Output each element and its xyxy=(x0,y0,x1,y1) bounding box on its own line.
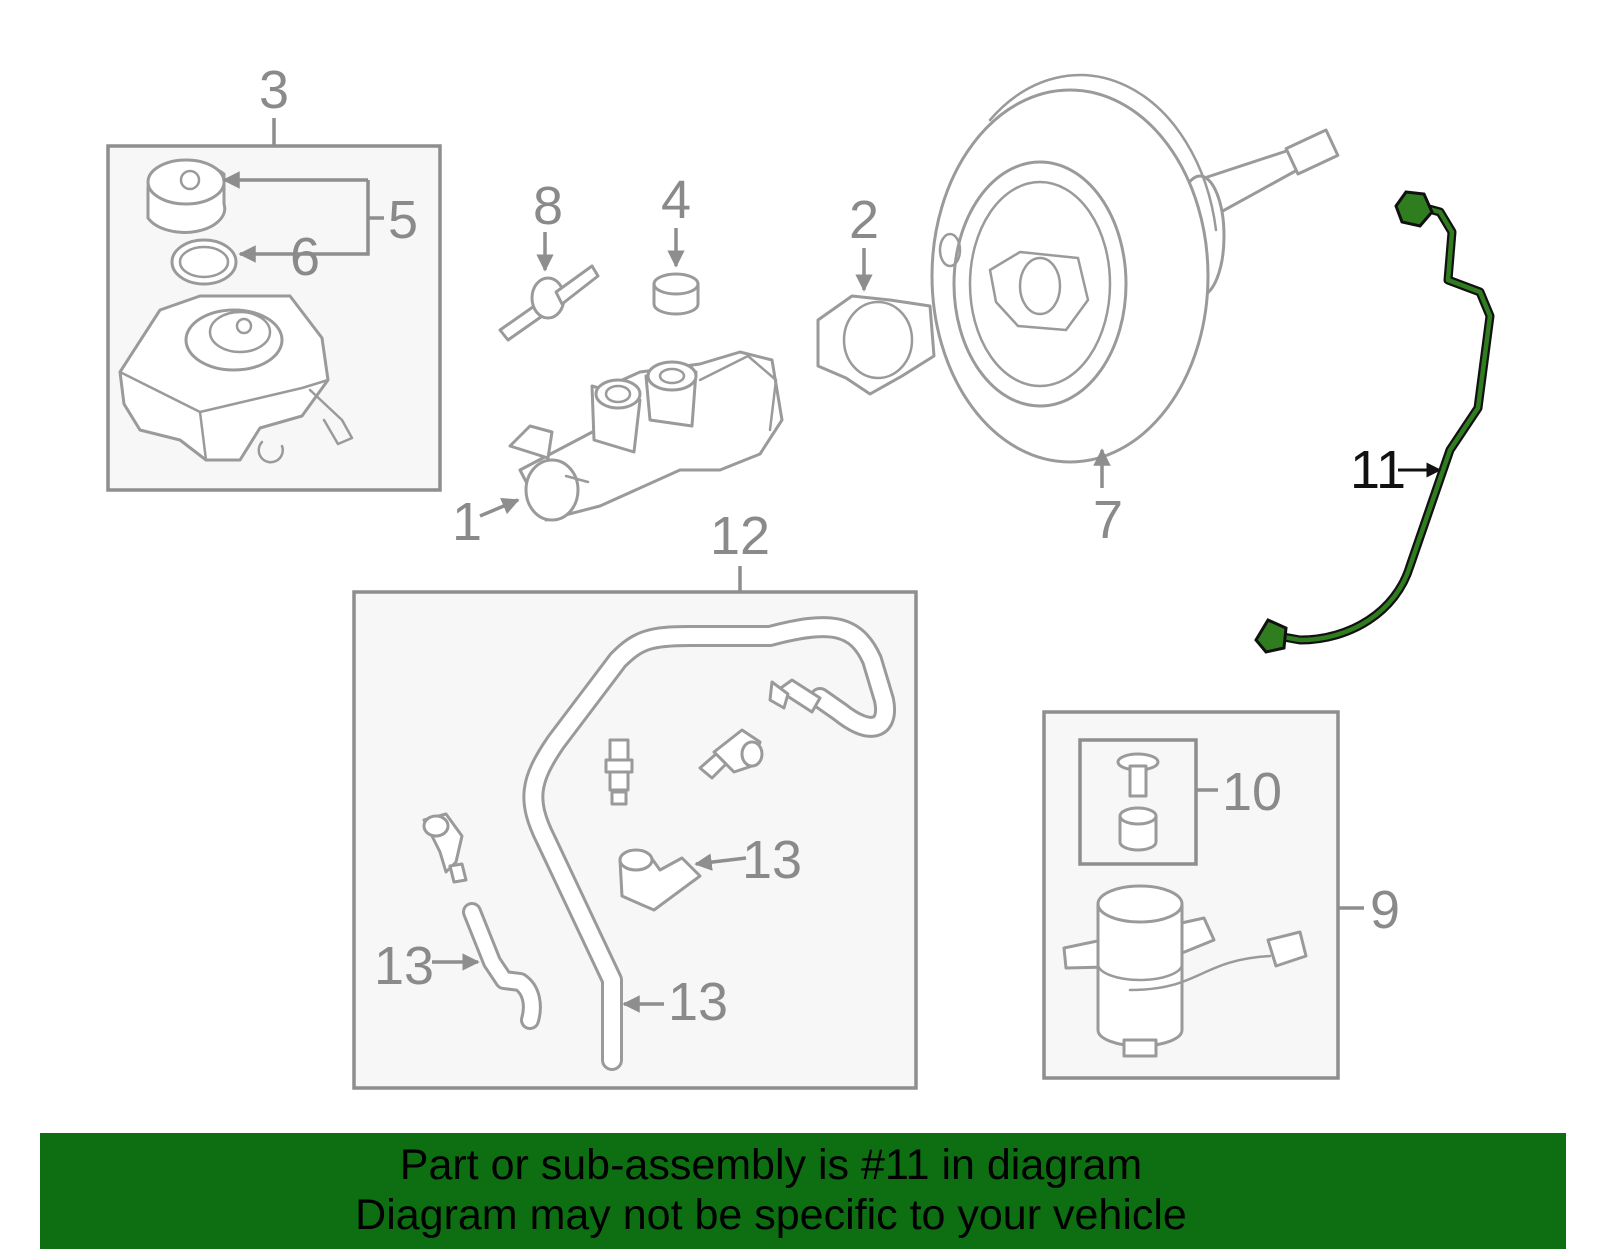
fitting-d[interactable] xyxy=(422,812,468,884)
banner-line-part: Part or sub-assembly is #11 in diagram xyxy=(399,1141,1143,1189)
callout-3[interactable]: 3 xyxy=(259,60,289,120)
master-cylinder-part-1[interactable]: 1 xyxy=(452,350,784,552)
callout-13b[interactable]: 13 xyxy=(374,936,434,996)
callout-13c[interactable]: 13 xyxy=(668,972,728,1032)
fitting-b[interactable] xyxy=(604,738,634,806)
reservoir-body[interactable] xyxy=(118,294,354,464)
fitting-a[interactable] xyxy=(768,678,822,714)
callout-6[interactable]: 6 xyxy=(290,227,320,287)
bolt-part-8[interactable]: 8 xyxy=(498,176,600,342)
callout-9[interactable]: 9 xyxy=(1370,880,1400,940)
banner-line-disclaimer: Diagram may not be specific to your vehi… xyxy=(355,1191,1187,1239)
callout-7[interactable]: 7 xyxy=(1093,490,1123,550)
highlighted-wire xyxy=(1275,203,1493,643)
reservoir-group: 3 5 6 xyxy=(106,60,442,492)
callout-10[interactable]: 10 xyxy=(1222,762,1282,822)
grommet-part-4[interactable]: 4 xyxy=(652,170,700,316)
mount-bushing[interactable] xyxy=(1116,752,1160,852)
lower-connector xyxy=(1254,618,1288,654)
upper-connector xyxy=(1394,190,1434,228)
callout-8[interactable]: 8 xyxy=(533,176,563,236)
callout-11[interactable]: 11 xyxy=(1350,440,1406,500)
reservoir-cap[interactable] xyxy=(146,158,227,234)
wiring-harness-part-11[interactable]: 11 xyxy=(1254,190,1495,654)
elbow-hose[interactable] xyxy=(618,848,702,912)
callout-4[interactable]: 4 xyxy=(661,170,691,230)
callout-13a[interactable]: 13 xyxy=(742,830,802,890)
callout-2[interactable]: 2 xyxy=(849,190,879,250)
info-banner: Part or sub-assembly is #11 in diagram D… xyxy=(40,1133,1566,1249)
brake-booster-part-7[interactable]: 7 xyxy=(930,73,1340,550)
reservoir-seal[interactable] xyxy=(170,238,238,286)
vacuum-pump-group: 9 10 xyxy=(1042,710,1400,1080)
callout-5[interactable]: 5 xyxy=(388,190,418,250)
callout-12[interactable]: 12 xyxy=(710,506,770,566)
callout-1[interactable]: 1 xyxy=(452,492,482,552)
pump-body[interactable] xyxy=(1062,884,1308,1058)
vacuum-hose-group: 12 13 xyxy=(352,506,918,1090)
gasket-part-2[interactable]: 2 xyxy=(816,190,936,396)
fitting-c[interactable] xyxy=(698,728,764,780)
